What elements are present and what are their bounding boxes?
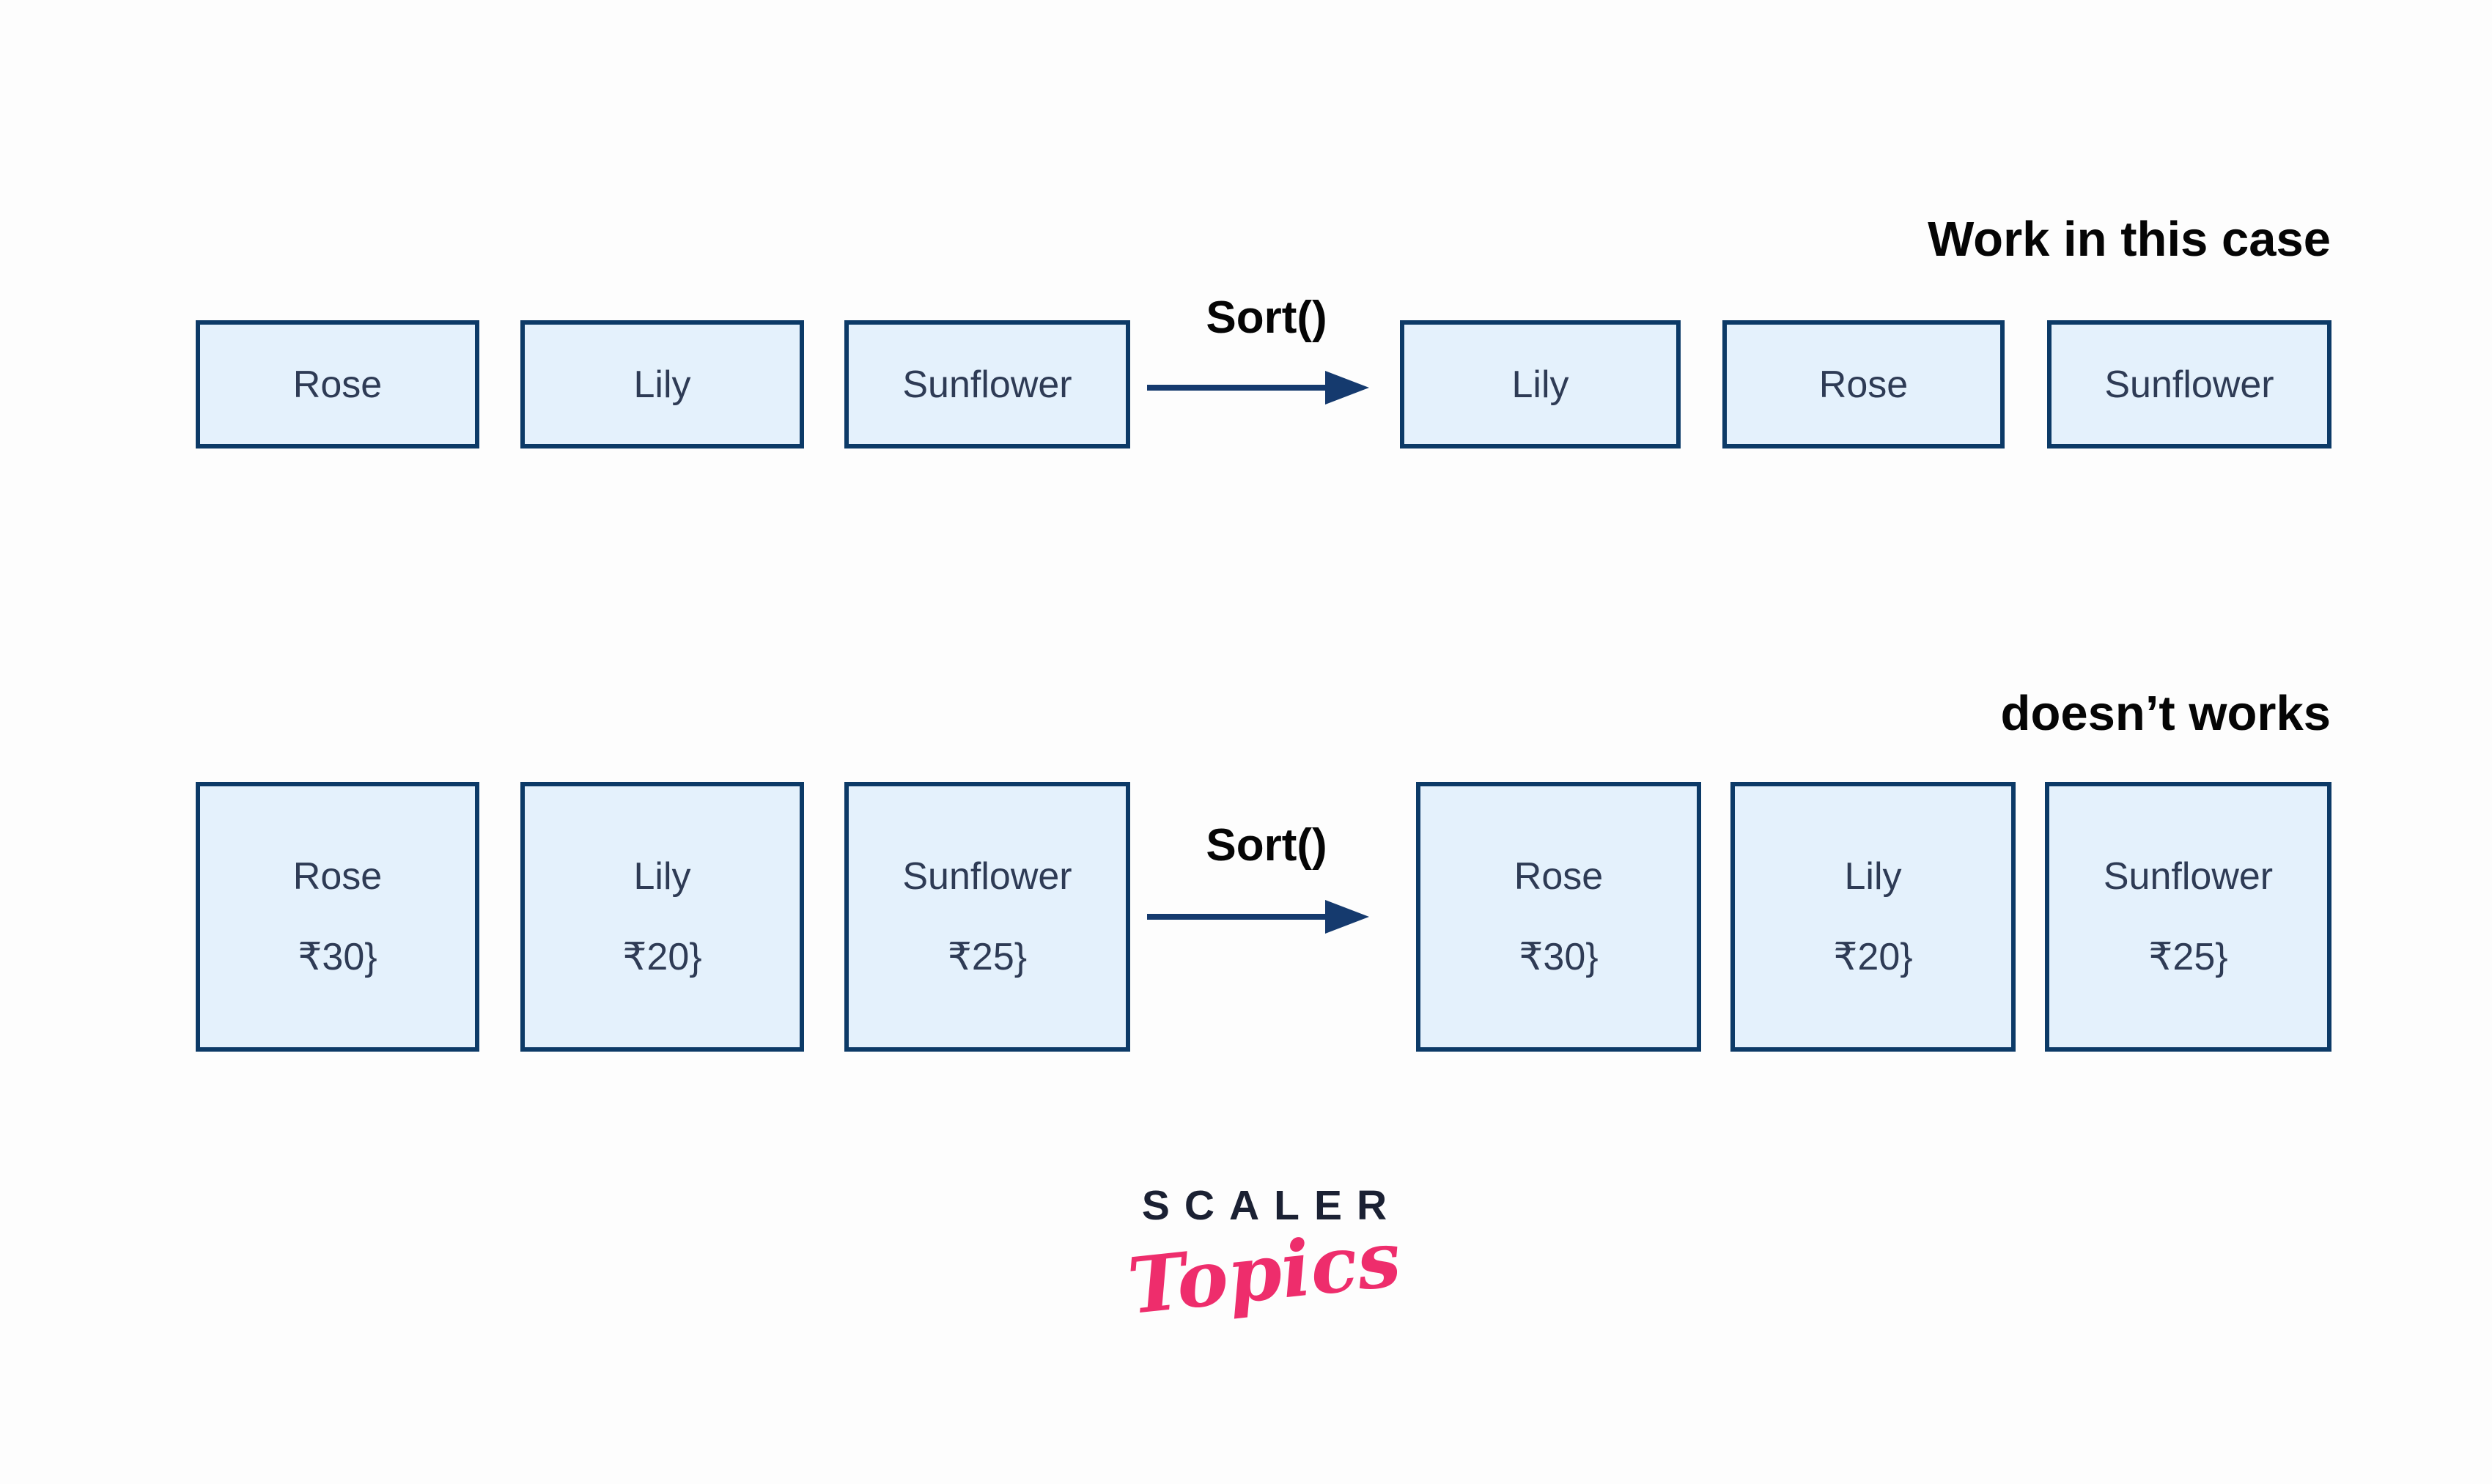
flower-label: Rose	[292, 855, 383, 898]
arrow-right-icon	[1147, 371, 1369, 405]
flower-label: Sunflower	[2104, 363, 2274, 406]
flower-label: Rose	[292, 363, 383, 406]
box-output-sunflower-bottom: Sunflower ₹25}	[2045, 782, 2331, 1052]
scaler-topics-logo: SCALER Topics	[1118, 1181, 1411, 1332]
box-output-lily-top: Lily	[1400, 320, 1681, 448]
flower-label: Sunflower	[2103, 855, 2274, 898]
arrow-right-icon	[1147, 900, 1369, 934]
box-input-lily-top: Lily	[520, 320, 804, 448]
box-input-sunflower-top: Sunflower	[844, 320, 1130, 448]
box-input-rose-bottom: Rose ₹30}	[196, 782, 479, 1052]
flower-price: ₹20}	[1833, 936, 1913, 978]
box-output-rose-top: Rose	[1722, 320, 2005, 448]
flower-price: ₹30}	[298, 936, 377, 978]
logo-scaler-wordmark: SCALER	[1141, 1182, 1402, 1229]
flower-price: ₹30}	[1519, 936, 1599, 978]
flower-price: ₹25}	[2148, 936, 2228, 978]
box-output-sunflower-top: Sunflower	[2047, 320, 2331, 448]
sort-operation-label-top: Sort()	[1206, 292, 1327, 343]
box-output-rose-bottom: Rose ₹30}	[1416, 782, 1701, 1052]
flower-label: Lily	[1844, 855, 1902, 898]
flower-label: Rose	[1818, 363, 1909, 406]
heading-doesnt-work: doesn’t works	[2000, 686, 2331, 741]
flower-label: Sunflower	[902, 855, 1072, 898]
heading-work-case: Work in this case	[1928, 212, 2331, 267]
flower-label: Lily	[1511, 363, 1569, 406]
sort-operation-label-bottom: Sort()	[1206, 820, 1327, 871]
box-input-rose-top: Rose	[196, 320, 479, 448]
flower-label: Rose	[1514, 855, 1604, 898]
flower-label: Lily	[633, 855, 691, 898]
box-input-lily-bottom: Lily ₹20}	[520, 782, 804, 1052]
flower-label: Sunflower	[902, 363, 1072, 406]
logo-topics-wordmark: Topics	[1124, 1212, 1405, 1332]
box-output-lily-bottom: Lily ₹20}	[1730, 782, 2016, 1052]
flower-price: ₹25}	[947, 936, 1028, 978]
box-input-sunflower-bottom: Sunflower ₹25}	[844, 782, 1130, 1052]
flower-label: Lily	[633, 363, 691, 406]
flower-price: ₹20}	[622, 936, 702, 978]
